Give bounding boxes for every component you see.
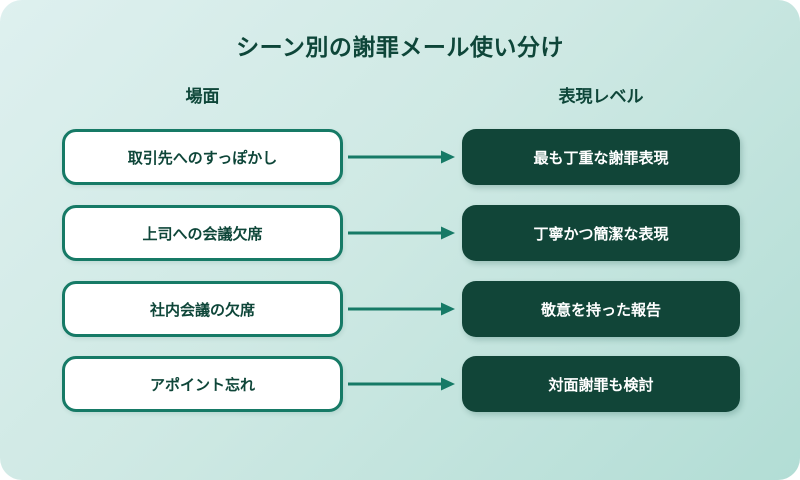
arrow-right-icon	[348, 377, 455, 391]
level-box: 丁寧かつ簡潔な表現	[462, 205, 740, 261]
mapping-row: 取引先へのすっぽかし 最も丁重な謝罪表現	[0, 129, 800, 185]
arrow-right-icon	[348, 226, 455, 240]
column-header-scene: 場面	[185, 87, 220, 106]
level-box: 最も丁重な謝罪表現	[462, 129, 740, 185]
mapping-row: 社内会議の欠席 敬意を持った報告	[0, 281, 800, 337]
scene-box: 社内会議の欠席	[62, 281, 343, 337]
level-box: 対面謝罪も検討	[462, 356, 740, 412]
arrow-right-icon	[348, 150, 455, 164]
scene-box: アポイント忘れ	[62, 356, 343, 412]
page-title: シーン別の謝罪メール使い分け	[236, 34, 564, 60]
level-box: 敬意を持った報告	[462, 281, 740, 337]
scene-box: 取引先へのすっぽかし	[62, 129, 343, 185]
column-header-level: 表現レベル	[558, 87, 644, 106]
arrow-right-icon	[348, 302, 455, 316]
scene-box: 上司への会議欠席	[62, 205, 343, 261]
mapping-row: アポイント忘れ 対面謝罪も検討	[0, 356, 800, 412]
mapping-row: 上司への会議欠席 丁寧かつ簡潔な表現	[0, 205, 800, 261]
